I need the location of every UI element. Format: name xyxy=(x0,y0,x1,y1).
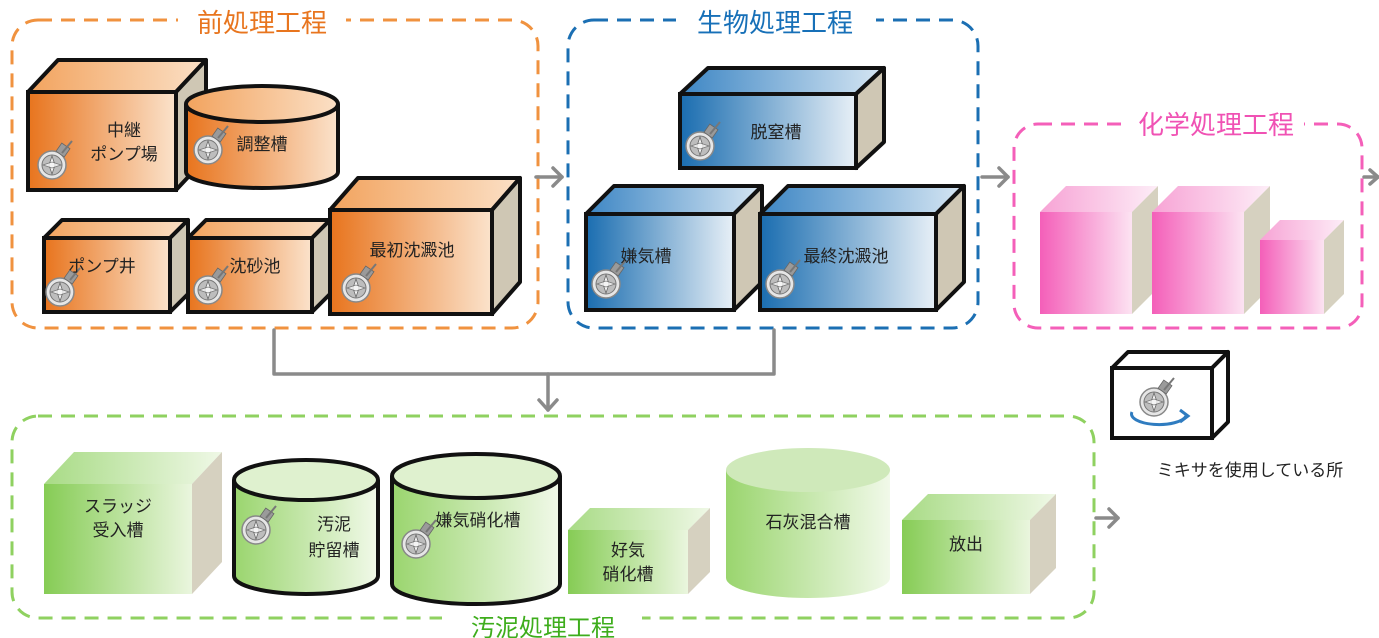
relay-pump-station-box: 中継 ポンプ場 xyxy=(26,58,208,192)
svg-text:最初沈澱池: 最初沈澱池 xyxy=(370,241,455,261)
chem-process-title: 化学処理工程 xyxy=(1138,111,1294,141)
svg-text:石灰混合槽: 石灰混合槽 xyxy=(766,513,851,533)
grit-chamber-box: 沈砂池 xyxy=(186,218,332,314)
svg-text:嫌気硝化槽: 嫌気硝化槽 xyxy=(436,511,521,531)
primary-sedimentation-box: 最初沈澱池 xyxy=(328,176,522,316)
sludge-storage-tank-cylinder: 汚泥 貯留槽 xyxy=(232,458,380,596)
chem-tank-2 xyxy=(1152,186,1270,314)
svg-text:放出: 放出 xyxy=(949,535,983,555)
final-sedimentation-box: 最終沈澱池 xyxy=(758,184,966,312)
flow-arrows xyxy=(272,166,1379,529)
lime-mixing-tank-cylinder: 石灰混合槽 xyxy=(726,448,890,598)
svg-text:ポンプ井: ポンプ井 xyxy=(68,257,136,277)
anaerobic-tank-box: 嫌気槽 xyxy=(584,184,764,312)
adjustment-tank-cylinder: 調整槽 xyxy=(184,84,340,190)
svg-text:最終沈澱池: 最終沈澱池 xyxy=(804,247,889,267)
denitrification-tank-box: 脱窒槽 xyxy=(678,66,886,170)
chem-tank-1 xyxy=(1040,186,1158,314)
svg-text:スラッジ: スラッジ xyxy=(84,497,152,517)
svg-text:好気: 好気 xyxy=(611,541,645,561)
svg-text:汚泥: 汚泥 xyxy=(317,515,351,535)
pre-process-title: 前処理工程 xyxy=(197,9,327,39)
svg-text:沈砂池: 沈砂池 xyxy=(230,257,281,277)
svg-text:ポンプ場: ポンプ場 xyxy=(90,145,158,165)
sludge-process-title: 汚泥処理工程 xyxy=(471,614,615,638)
svg-text:調整槽: 調整槽 xyxy=(237,135,288,155)
pump-well-box: ポンプ井 xyxy=(42,218,190,314)
svg-text:硝化槽: 硝化槽 xyxy=(603,565,654,585)
legend-label: ミキサを使用している所 xyxy=(1157,460,1344,481)
anaerobic-digestion-tank-cylinder: 嫌気硝化槽 xyxy=(390,452,562,606)
svg-text:中継: 中継 xyxy=(107,121,141,141)
svg-text:受入槽: 受入槽 xyxy=(93,521,144,541)
bio-process-frame xyxy=(566,18,980,330)
sludge-receiving-tank-box: スラッジ 受入槽 xyxy=(44,452,222,594)
legend-mixer-box xyxy=(1110,350,1230,440)
svg-text:嫌気槽: 嫌気槽 xyxy=(621,247,672,267)
discharge-box: 放出 xyxy=(902,494,1056,594)
svg-text:脱窒槽: 脱窒槽 xyxy=(751,123,802,143)
svg-text:貯留槽: 貯留槽 xyxy=(309,541,360,561)
aerobic-digestion-tank-box: 好気 硝化槽 xyxy=(568,508,710,594)
bio-process-title: 生物処理工程 xyxy=(697,9,853,39)
chem-tank-3 xyxy=(1260,220,1344,314)
